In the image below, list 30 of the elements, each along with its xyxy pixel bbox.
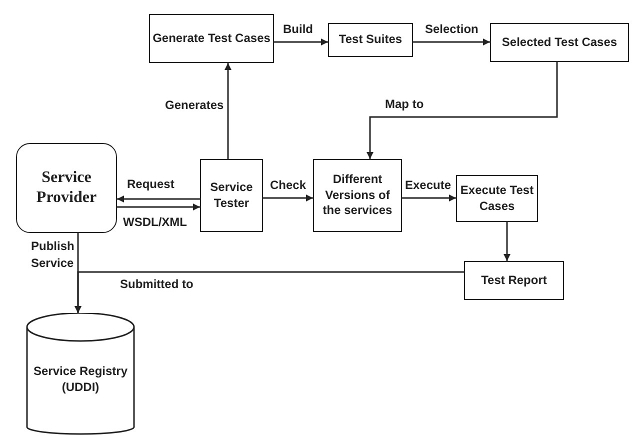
process-box [456, 175, 538, 222]
node-label: Selected Test Cases [502, 34, 618, 50]
process-box [149, 14, 274, 63]
node-label: Generate Test Cases [152, 30, 270, 46]
arrow [504, 222, 510, 261]
process-box [313, 159, 402, 232]
arrow [117, 204, 200, 210]
process-box [328, 23, 413, 57]
edge-label: Map to [385, 97, 424, 112]
arrow [402, 194, 456, 202]
process-box [464, 261, 564, 300]
arrow [274, 38, 328, 46]
node-label: Test Suites [338, 32, 402, 48]
process-box [200, 159, 263, 232]
arrow [366, 62, 558, 159]
arrow [224, 63, 232, 159]
arrow [413, 38, 490, 46]
arrow [74, 271, 464, 313]
database-cylinder [26, 313, 135, 435]
node-label: Test Report [481, 272, 547, 288]
arrow [263, 194, 313, 202]
edge-label: Request [127, 177, 174, 192]
process-box [490, 23, 629, 62]
node-label: Service Registry (UDDI) [32, 364, 129, 396]
node-label: Service Tester [209, 180, 254, 212]
arrow [117, 196, 200, 202]
node-label: Service Provider [35, 168, 98, 208]
node-label: Different Versions of the services [322, 172, 394, 219]
provider-box [16, 143, 117, 233]
node-label: Execute Test Cases [459, 182, 535, 214]
